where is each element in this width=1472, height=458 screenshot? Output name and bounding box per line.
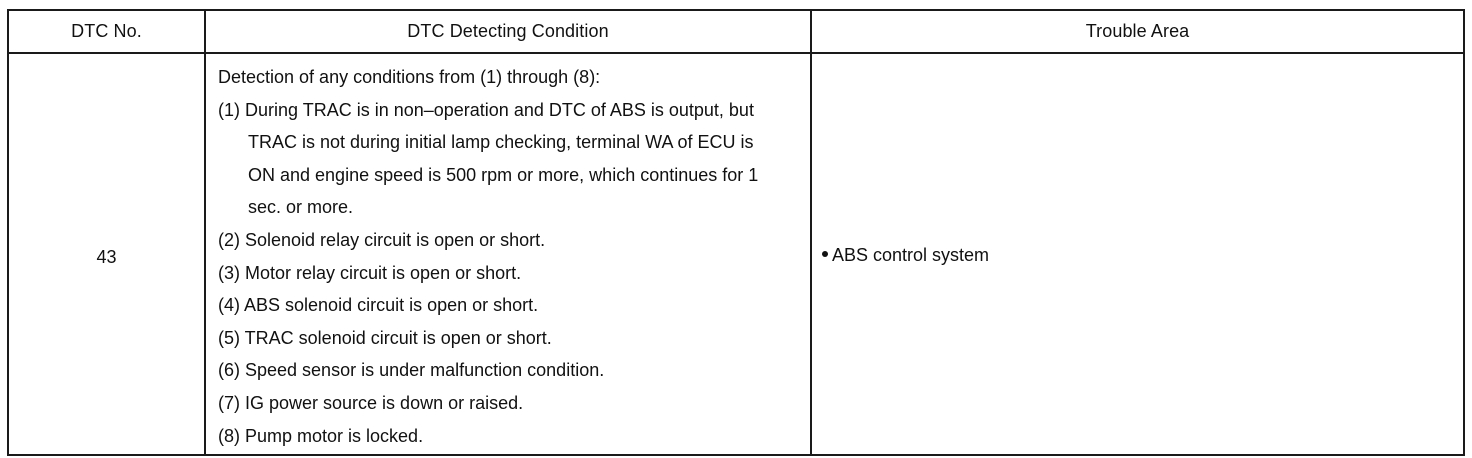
condition-item-2: (2) Solenoid relay circuit is open or sh… (218, 229, 546, 250)
condition-item-8: (8) Pump motor is locked. (218, 425, 424, 446)
condition-list: (1) During TRAC is in non–operation and … (218, 94, 810, 453)
dtc-table: DTC No. DTC Detecting Condition Trouble … (7, 9, 1465, 456)
header-row: DTC No. DTC Detecting Condition Trouble … (7, 9, 1465, 54)
condition-intro: Detection of any conditions from (1) thr… (218, 67, 601, 87)
dtc-number-cell: 43 (7, 52, 206, 456)
condition-item-6: (6) Speed sensor is under malfunction co… (218, 360, 605, 381)
header-detecting-condition: DTC Detecting Condition (204, 9, 812, 54)
trouble-area-text: ABS control system (832, 244, 990, 265)
trouble-area-cell: ABS control system (810, 52, 1465, 456)
condition-item-7: (7) IG power source is down or raised. (218, 392, 524, 413)
condition-item-5: (5) TRAC solenoid circuit is open or sho… (218, 327, 552, 348)
bullet-icon (822, 250, 828, 257)
condition-item-1: (1) During TRAC is in non–operation and … (218, 99, 759, 218)
table-row: 43 Detection of any conditions from (1) … (7, 52, 1465, 456)
condition-item-4: (4) ABS solenoid circuit is open or shor… (218, 295, 539, 316)
header-trouble-area: Trouble Area (810, 9, 1465, 54)
header-dtc-no: DTC No. (7, 9, 206, 54)
condition-item-3: (3) Motor relay circuit is open or short… (218, 262, 522, 283)
table-body: 43 Detection of any conditions from (1) … (7, 52, 1465, 456)
detecting-condition-cell: Detection of any conditions from (1) thr… (204, 52, 812, 456)
table-header: DTC No. DTC Detecting Condition Trouble … (7, 9, 1465, 54)
